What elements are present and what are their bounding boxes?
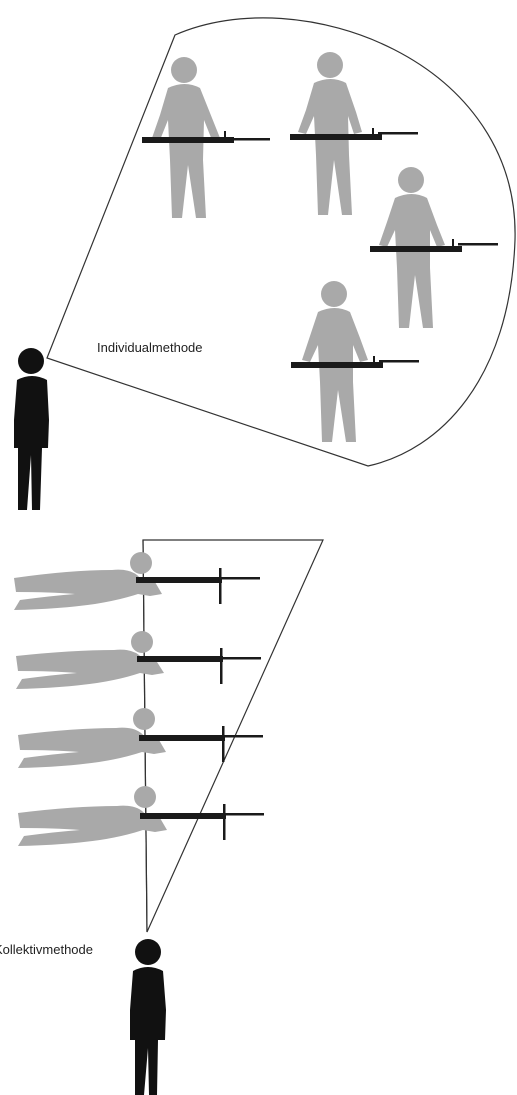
collective-method-label: Kollektivmethode (0, 942, 93, 957)
standing-soldier (302, 281, 368, 442)
individual-method-label: Individualmethode (97, 340, 203, 355)
individual-field-of-view (47, 18, 515, 466)
standing-soldier (298, 52, 362, 215)
observer-figure (14, 348, 49, 510)
observer-figure (130, 939, 166, 1095)
collective-method-panel (14, 540, 323, 1095)
individual-method-panel (14, 18, 515, 510)
